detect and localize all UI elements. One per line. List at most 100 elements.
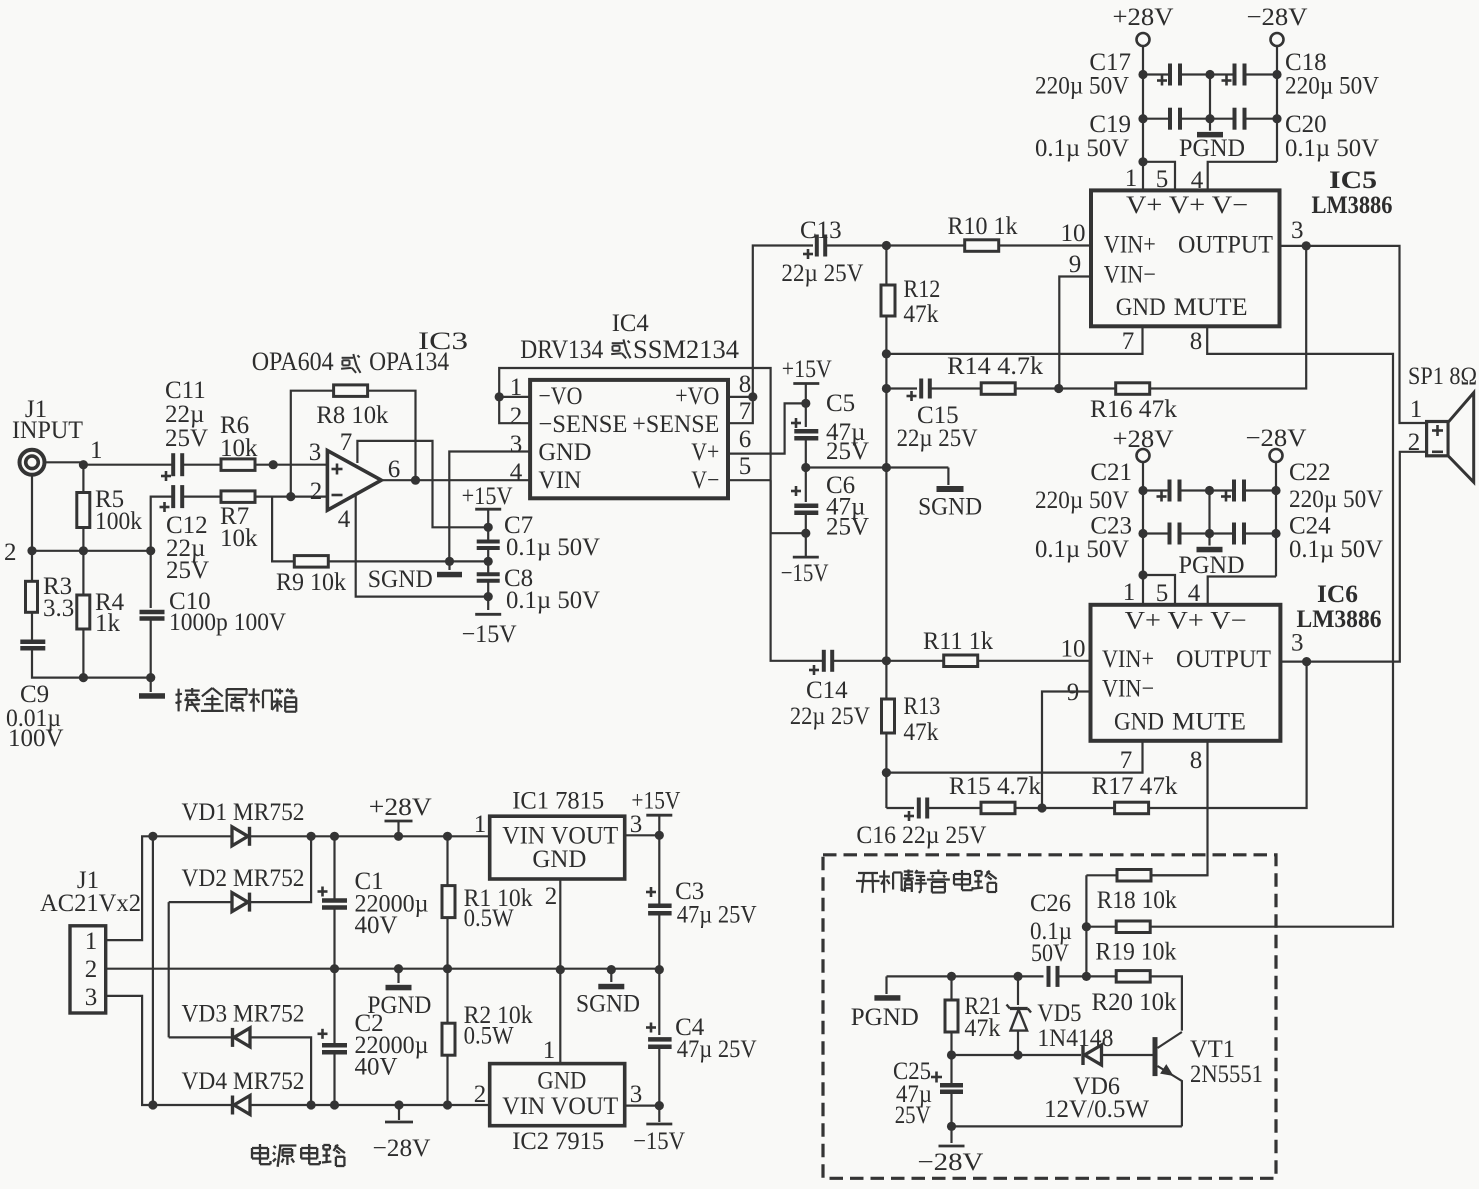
svg-text:2: 2: [510, 403, 523, 430]
svg-text:V−: V−: [691, 467, 719, 494]
svg-text:VT1: VT1: [1190, 1036, 1235, 1063]
svg-text:7: 7: [1120, 747, 1133, 774]
svg-text:47µ 25V: 47µ 25V: [677, 902, 757, 929]
svg-text:25V: 25V: [895, 1102, 931, 1129]
svg-text:LM3886: LM3886: [1312, 192, 1393, 219]
svg-text:GND: GND: [532, 846, 586, 873]
svg-text:25V: 25V: [826, 438, 869, 465]
svg-text:VIN+: VIN+: [1104, 232, 1156, 259]
svg-text:OPA134: OPA134: [369, 347, 449, 376]
svg-text:−SENSE: −SENSE: [538, 411, 627, 438]
svg-text:47k: 47k: [964, 1015, 1000, 1042]
svg-text:6: 6: [388, 456, 401, 483]
svg-text:VD5: VD5: [1037, 1000, 1081, 1027]
svg-text:2: 2: [310, 478, 323, 505]
svg-text:SGND: SGND: [576, 991, 640, 1018]
svg-text:1: 1: [90, 437, 103, 464]
svg-text:C22: C22: [1289, 459, 1331, 486]
svg-text:−28V: −28V: [917, 1149, 983, 1176]
svg-text:R18 10k: R18 10k: [1097, 887, 1177, 914]
svg-text:0.1µ 50V: 0.1µ 50V: [1289, 536, 1383, 563]
svg-text:LM3886: LM3886: [1297, 606, 1382, 633]
svg-text:+15V: +15V: [462, 483, 513, 510]
svg-text:SSM2134: SSM2134: [633, 335, 739, 364]
svg-text:47k: 47k: [903, 719, 938, 746]
svg-text:VIN−: VIN−: [1104, 261, 1156, 288]
svg-text:5: 5: [739, 453, 752, 480]
svg-text:VD3 MR752: VD3 MR752: [182, 1001, 305, 1028]
svg-text:4: 4: [338, 506, 351, 533]
svg-text:PGND: PGND: [367, 992, 431, 1019]
svg-text:7: 7: [340, 429, 353, 456]
svg-text:PGND: PGND: [1179, 135, 1245, 162]
svg-text:2: 2: [474, 1081, 487, 1108]
svg-text:−15V: −15V: [462, 621, 517, 648]
svg-text:+28V: +28V: [369, 794, 432, 821]
svg-text:0.5W: 0.5W: [464, 1022, 514, 1049]
svg-text:VIN−: VIN−: [1102, 676, 1154, 703]
svg-text:OUTPUT: OUTPUT: [1178, 232, 1273, 259]
svg-text:2: 2: [85, 956, 98, 983]
svg-text:1: 1: [1123, 579, 1136, 606]
svg-text:C11: C11: [165, 377, 206, 404]
svg-text:C26: C26: [1030, 890, 1071, 917]
svg-text:VIN+: VIN+: [1102, 646, 1154, 673]
svg-text:1000p 100V: 1000p 100V: [169, 609, 286, 636]
svg-text:47µ 25V: 47µ 25V: [677, 1036, 757, 1063]
svg-text:3: 3: [1291, 217, 1304, 244]
svg-text:40V: 40V: [355, 1054, 398, 1081]
svg-text:C20: C20: [1285, 111, 1327, 138]
svg-text:INPUT: INPUT: [12, 417, 83, 444]
svg-text:47k: 47k: [903, 301, 938, 328]
svg-text:6: 6: [739, 426, 752, 453]
svg-text:8: 8: [1190, 328, 1203, 355]
svg-text:IC1 7815: IC1 7815: [512, 788, 604, 815]
svg-text:10: 10: [1061, 636, 1086, 663]
svg-text:8: 8: [1190, 747, 1203, 774]
svg-text:22µ 25V: 22µ 25V: [790, 703, 870, 730]
svg-text:+28V: +28V: [1113, 426, 1174, 453]
svg-text:OPA604: OPA604: [252, 347, 334, 376]
svg-text:25V: 25V: [165, 425, 208, 452]
svg-text:1k: 1k: [95, 610, 121, 637]
svg-text:IC2 7915: IC2 7915: [512, 1128, 604, 1155]
svg-text:0.1µ 50V: 0.1µ 50V: [1035, 536, 1129, 563]
svg-text:SP1 8Ω: SP1 8Ω: [1408, 363, 1477, 390]
svg-text:VD1 MR752: VD1 MR752: [182, 799, 305, 826]
svg-text:3.3: 3.3: [43, 595, 74, 622]
svg-text:220µ 50V: 220µ 50V: [1285, 73, 1379, 100]
svg-text:R9 10k: R9 10k: [276, 569, 346, 596]
svg-text:VIN: VIN: [538, 467, 581, 494]
svg-text:3: 3: [1291, 630, 1304, 657]
svg-text:R14 4.7k: R14 4.7k: [947, 353, 1044, 380]
svg-text:SGND: SGND: [918, 494, 982, 521]
svg-text:−28V: −28V: [1247, 4, 1308, 31]
svg-text:0.5W: 0.5W: [464, 905, 514, 932]
svg-text:C14: C14: [806, 677, 848, 704]
svg-text:PGND: PGND: [851, 1004, 919, 1031]
svg-text:100k: 100k: [95, 508, 142, 535]
svg-text:+15V: +15V: [631, 788, 680, 815]
svg-text:3: 3: [630, 811, 643, 838]
svg-text:GND: GND: [538, 439, 591, 466]
svg-text:25V: 25V: [166, 557, 209, 584]
svg-text:R10 1k: R10 1k: [948, 213, 1018, 240]
svg-text:C21: C21: [1090, 459, 1132, 486]
svg-text:22µ 25V: 22µ 25V: [781, 260, 863, 287]
svg-text:MUTE: MUTE: [1174, 294, 1248, 321]
svg-text:−28V: −28V: [1246, 425, 1307, 452]
svg-text:40V: 40V: [355, 912, 398, 939]
svg-text:GND: GND: [1116, 294, 1166, 321]
svg-text:100V: 100V: [8, 725, 64, 752]
svg-text:25V: 25V: [826, 514, 869, 541]
svg-text:C19: C19: [1089, 111, 1131, 138]
svg-text:10: 10: [1061, 220, 1086, 247]
svg-text:+SENSE: +SENSE: [632, 411, 719, 438]
svg-text:V+ V+ V−: V+ V+ V−: [1126, 192, 1248, 219]
svg-text:3: 3: [85, 984, 98, 1011]
svg-text:0.1µ 50V: 0.1µ 50V: [1035, 135, 1129, 162]
svg-text:220µ 50V: 220µ 50V: [1289, 486, 1383, 513]
svg-text:R11 1k: R11 1k: [923, 628, 993, 655]
svg-text:3: 3: [630, 1081, 643, 1108]
svg-text:R20 10k: R20 10k: [1092, 989, 1177, 1016]
